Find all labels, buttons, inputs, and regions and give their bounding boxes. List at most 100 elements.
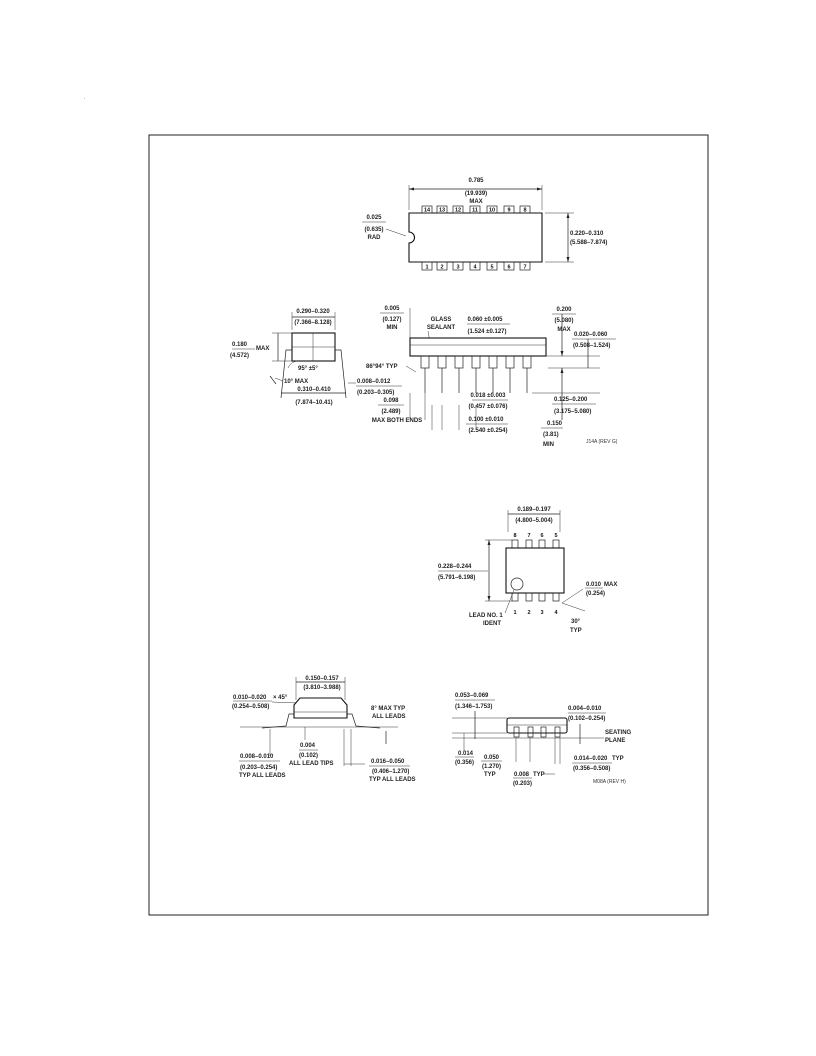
dip-notch: 0.025 (366, 215, 382, 221)
dip-pin-1: 1 (425, 265, 428, 271)
dip-end-view: 0.290–0.320 (7.366–8.128) 0.180 (4.572) … (230, 309, 402, 406)
soic-pin-6: 6 (540, 533, 543, 539)
dip-standoff-note: MIN (387, 325, 398, 331)
dip-lead-width-mm: (0.457 ±0.076) (469, 404, 508, 410)
soic-angle: 30° (571, 619, 581, 625)
dip-glass-2: SEALANT (427, 325, 456, 331)
soic-pin-8: 8 (513, 533, 516, 539)
dip-row-spacing: 0.290–0.320 (296, 309, 330, 315)
soic-lead-width-mm: (0.254) (586, 591, 605, 597)
dip-pin-9: 9 (507, 208, 510, 214)
soic-top-view: 0.189–0.197 (4.800–5.004) 8 7 6 5 1 2 3 … (438, 507, 617, 634)
dip-end-spacing-mm: (2.489) (381, 409, 400, 415)
soic-coplan: 0.004 (300, 743, 316, 749)
soic-pin1-label: LEAD NO. 1 (469, 613, 503, 619)
dip-pin-5: 5 (490, 265, 493, 271)
soic-pitch-mm: (1.270) (482, 764, 501, 770)
dip-pitch-mm: (2.540 ±0.254) (469, 428, 508, 434)
dip-body-width: 0.220–0.310 (570, 231, 604, 237)
dip-bottom-pins: 1 2 3 4 5 6 7 (421, 261, 531, 271)
soic-coplan-mm: (0.102) (299, 753, 318, 759)
soic-seating-1: SEATING (605, 730, 632, 736)
dip-height: 0.180 (232, 342, 248, 348)
dip-height-mm: (4.572) (230, 353, 249, 359)
soic-foot-w: 0.008 (514, 772, 530, 778)
soic-standoff-mm: (0.102–0.254) (568, 716, 605, 722)
dip-lead-upper: 0.020–0.060 (574, 332, 608, 338)
soic-lead-width-note: MAX (604, 582, 617, 588)
dip-standoff: 0.005 (384, 306, 400, 312)
dip-lead-min: 0.150 (547, 421, 563, 427)
soic-foot-w-mm: (0.203) (513, 781, 532, 787)
dip-side-body (409, 337, 547, 357)
soic-body-length: 0.189–0.197 (517, 507, 551, 513)
soic-body-width: 0.150–0.157 (305, 676, 339, 682)
soic-lead-thk-note: TYP ALL LEADS (239, 773, 286, 779)
soic-lead-w-note: TYP (612, 756, 624, 762)
soic-lead-span-mm: (5.791–6.198) (438, 575, 475, 581)
dip-seat-h-mm: (5.080) (554, 318, 573, 324)
dip-drawing-code: J14A (REV G) (586, 439, 618, 445)
soic-side-view: 0.053–0.069 (1.346–1.753) 0.004–0.010 (0… (452, 693, 632, 787)
dip-pin-3: 3 (456, 265, 459, 271)
soic-seating-2: PLANE (605, 738, 625, 744)
soic-height: 0.053–0.069 (455, 693, 489, 699)
dip-length-note: MAX (469, 199, 482, 205)
soic-foot-w-note: TYP (533, 772, 545, 778)
soic-lead-thk-mm: (0.203–0.254) (240, 765, 277, 771)
soic-pin1-label-2: IDENT (483, 621, 501, 627)
soic-pin1-dot (510, 577, 524, 591)
corner-mark: . (84, 95, 85, 101)
dip-length-mm: (19.939) (465, 191, 487, 197)
dip-seat-h-note: MAX (557, 327, 570, 333)
dip-end-spacing: 0.098 (383, 398, 399, 404)
dip-side-view: 0.005 (0.127) MIN GLASS SEALANT 0.060 ±0… (366, 306, 618, 448)
dip-pin-7: 7 (523, 265, 526, 271)
dip-shoulder-mm: (1.524 ±0.127) (468, 329, 507, 335)
dip-lead-length: 0.125–0.200 (554, 397, 588, 403)
dip-height-note: MAX (256, 346, 269, 352)
dip-pin-14: 14 (424, 208, 431, 214)
dip-top-body (408, 212, 543, 263)
soic-end-body (293, 697, 348, 719)
dip-lead-min-mm: (3.81) (543, 432, 559, 438)
dip-lead-upper-mm: (0.508–1.524) (573, 343, 610, 349)
soic-end-view: 0.150–0.157 (3.810–3.988) 0.010–0.020 × … (232, 676, 416, 783)
soic-lead-angle: 8° MAX TYP (371, 706, 405, 712)
dip-notch-mm: (0.635) (364, 227, 383, 233)
soic-lead-angle-2: ALL LEADS (372, 714, 406, 720)
dip-lead-span: 0.310–0.410 (297, 387, 331, 393)
dip-pin-11: 11 (472, 208, 478, 214)
soic-height-mm: (1.346–1.753) (455, 704, 492, 710)
soic-pin-1: 1 (513, 610, 516, 616)
dip-pitch: 0.100 ±0.010 (469, 417, 505, 423)
soic-pin-4: 4 (554, 610, 558, 616)
soic-drawing-code: M08A (REV H) (593, 779, 626, 785)
dip-lead-length-mm: (3.175–5.080) (554, 409, 591, 415)
soic-lead-width: 0.010 (586, 582, 602, 588)
dip-lead-width: 0.018 ±0.003 (471, 393, 507, 399)
soic-foot-note: TYP ALL LEADS (369, 777, 416, 783)
dip-body-width-mm: (5.588–7.874) (570, 240, 607, 246)
soic-chamfer-suffix: × 45° (273, 695, 288, 701)
dip-standoff-mm: (0.127) (382, 317, 401, 323)
soic-pin-5: 5 (554, 533, 557, 539)
dip-lead-angle: 95° ±5° (298, 366, 318, 372)
soic-pin-7: 7 (527, 533, 530, 539)
dip-pin-13: 13 (439, 208, 445, 214)
soic-top-body (505, 547, 565, 594)
dip-lead-span-mm: (7.874–10.41) (295, 400, 332, 406)
dip-pin-2: 2 (440, 265, 443, 271)
soic-angle-note: TYP (570, 628, 582, 634)
soic-lead-thk: 0.008–0.010 (240, 754, 274, 760)
soic-side-body (506, 717, 568, 734)
dip-end-spacing-note: MAX BOTH ENDS (372, 418, 422, 424)
soic-pitch: 0.050 (484, 755, 500, 761)
dip-lead-thk: 0.008–0.012 (357, 379, 391, 385)
dip-top-pins: 14 13 12 11 10 9 8 (421, 205, 531, 214)
dip-glass-1: GLASS (431, 317, 452, 323)
soic-foot: 0.016–0.050 (371, 759, 405, 765)
dip-pin-12: 12 (455, 208, 461, 214)
drawing-frame (148, 134, 709, 916)
